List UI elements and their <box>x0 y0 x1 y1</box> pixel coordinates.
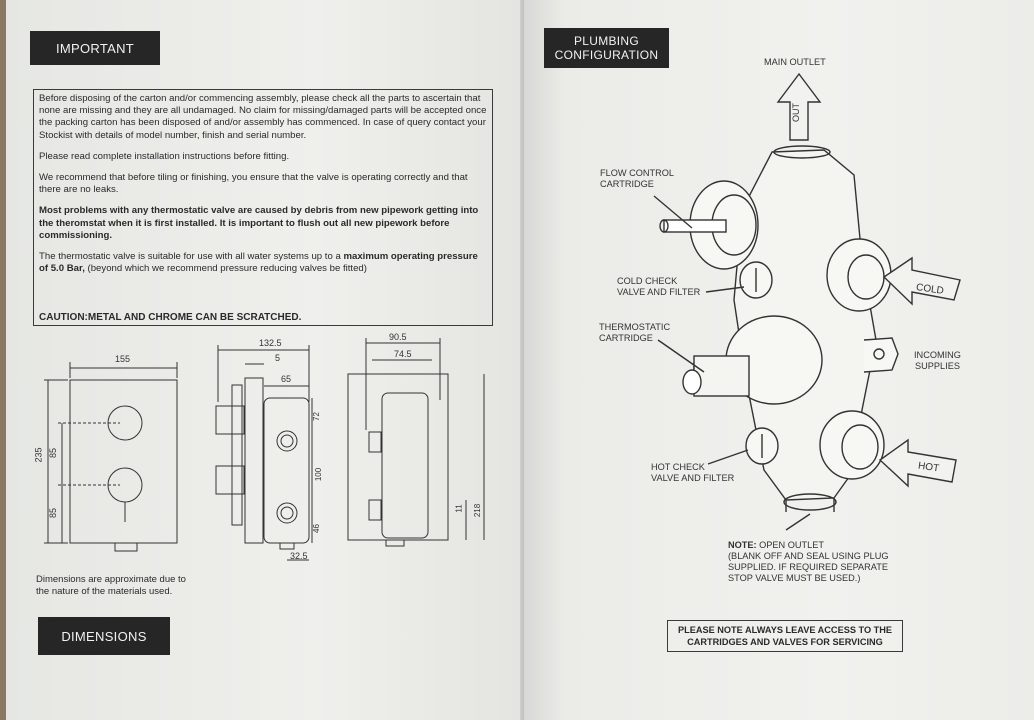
caution-text: CAUTION:METAL AND CHROME CAN BE SCRATCHE… <box>39 312 302 323</box>
notice-paragraph-read-instructions: Please read complete installation instru… <box>39 150 290 162</box>
dim-rear-74-5: 74.5 <box>394 349 412 359</box>
dim-side-depth-total: 132.5 <box>259 338 282 348</box>
left-page <box>6 0 524 720</box>
dim-front-upper: 85 <box>48 447 59 459</box>
dimensions-approximate-note: Dimensions are approximate due to the na… <box>36 574 186 597</box>
dim-side-depth-body: 65 <box>281 374 292 384</box>
dim-rear-11: 11 <box>454 504 464 513</box>
dim-rear-90-5: 90.5 <box>389 332 407 342</box>
dimensions-heading: DIMENSIONS <box>38 617 170 655</box>
open-outlet-note: NOTE: OPEN OUTLET (BLANK OFF AND SEAL US… <box>728 540 889 583</box>
dimensions-drawing <box>44 338 485 561</box>
main-outlet-label: MAIN OUTLET <box>764 57 826 67</box>
dim-side-72: 72 <box>311 412 321 421</box>
notice-paragraph-tiling: We recommend that before tiling or finis… <box>39 172 468 196</box>
dim-front-width: 155 <box>115 354 131 364</box>
dim-side-100: 100 <box>314 467 324 482</box>
dim-front-height: 235 <box>33 447 44 463</box>
servicing-notice-box: PLEASE NOTE ALWAYS LEAVE ACCESS TO THE C… <box>667 620 903 652</box>
dim-front-lower: 85 <box>48 507 59 519</box>
notice-paragraph-pressure: The thermostatic valve is suitable for u… <box>39 251 478 275</box>
plumbing-configuration-heading: PLUMBING CONFIGURATION <box>544 28 669 68</box>
important-heading: IMPORTANT <box>30 31 160 65</box>
plumbing-diagram <box>653 72 961 531</box>
important-notice-box: Before disposing of the carton and/or co… <box>33 89 493 326</box>
out-arrow-text: OUT <box>791 103 801 122</box>
notice-paragraph-debris: Most problems with any thermostatic valv… <box>39 205 479 241</box>
dim-side-32-5: 32.5 <box>290 551 308 561</box>
dim-rear-218: 218 <box>473 503 483 518</box>
dim-side-depth-small: 5 <box>275 353 281 363</box>
notice-paragraph-check-parts: Before disposing of the carton and/or co… <box>39 93 487 141</box>
dim-side-46: 46 <box>311 524 321 533</box>
